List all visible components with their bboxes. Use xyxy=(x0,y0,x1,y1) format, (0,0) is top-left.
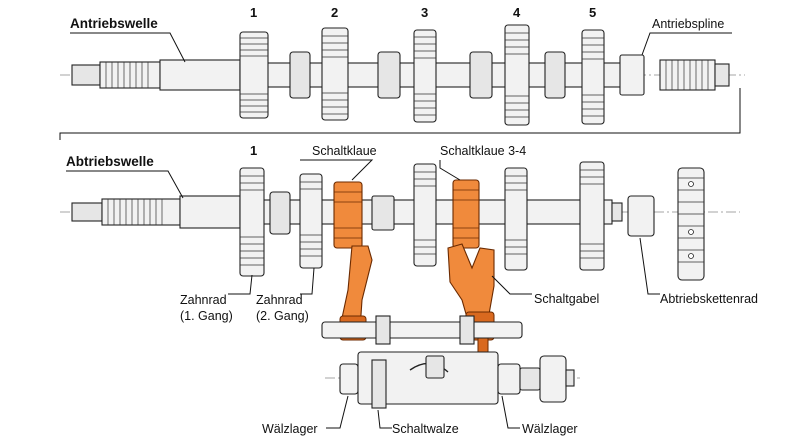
label-schaltklaue: Schaltklaue xyxy=(312,144,377,158)
output-gear-4 xyxy=(504,167,528,271)
leader-schaltklaue-3-4 xyxy=(439,160,461,181)
drive-sprocket xyxy=(677,167,705,281)
output-gear-5 xyxy=(579,161,605,271)
label-abtriebskettenrad: Abtriebskettenrad xyxy=(660,292,758,306)
output-gear-2 xyxy=(299,173,323,269)
leader-zahnrad-1 xyxy=(228,274,253,295)
label-zahnrad-2-sub: (2. Gang) xyxy=(256,309,309,323)
label-antriebspline: Antriebspline xyxy=(652,17,724,31)
input-gear-3 xyxy=(413,29,437,123)
gear-number-2: 2 xyxy=(331,5,338,20)
leader-antriebswelle xyxy=(70,32,186,63)
output-spacer xyxy=(627,195,655,237)
input-shaft xyxy=(60,54,745,96)
label-zahnrad-2: Zahnrad xyxy=(256,293,303,307)
gear-number-5: 5 xyxy=(589,5,596,20)
output-gear-3 xyxy=(413,163,437,267)
connector-line xyxy=(59,88,741,140)
label-schaltwalze: Schaltwalze xyxy=(392,422,459,436)
label-zahnrad-1-sub: (1. Gang) xyxy=(180,309,233,323)
gear-number-1: 1 xyxy=(250,5,257,20)
leader-waelzlager-right xyxy=(501,395,520,429)
label-abtriebswelle: Abtriebswelle xyxy=(66,154,154,169)
gear-number-4: 4 xyxy=(513,5,521,20)
input-bushing-b xyxy=(377,51,401,99)
shift-dog-clutch-1 xyxy=(333,181,363,249)
output-bushing-a xyxy=(269,191,291,235)
label-waelzlager-left: Wälzlager xyxy=(262,422,318,436)
label-schaltgabel: Schaltgabel xyxy=(534,292,599,306)
leader-schaltwalze xyxy=(377,409,392,429)
label-antriebswelle: Antriebswelle xyxy=(70,16,158,31)
leader-antriebspline xyxy=(641,32,732,56)
label-waelzlager-right: Wälzlager xyxy=(522,422,578,436)
input-gear-4 xyxy=(504,24,530,126)
gear-number-3: 3 xyxy=(421,5,428,20)
label-schaltklaue-3-4: Schaltklaue 3-4 xyxy=(440,144,526,158)
leader-schaltklaue xyxy=(300,159,374,181)
label-zahnrad-1: Zahnrad xyxy=(180,293,227,307)
input-bushing-a xyxy=(289,51,311,99)
shift-fork-rail xyxy=(321,315,523,345)
shift-drum xyxy=(325,351,580,409)
shift-dog-clutch-3-4 xyxy=(452,179,480,249)
input-gear-5 xyxy=(581,29,605,125)
output-bushing-b xyxy=(371,195,395,231)
input-gear-2 xyxy=(321,27,349,121)
leader-abtriebswelle xyxy=(66,170,184,199)
input-gear-1 xyxy=(239,31,269,119)
leader-schaltgabel xyxy=(491,275,532,295)
input-bushing-c xyxy=(469,51,493,99)
leader-waelzlager-left xyxy=(326,395,349,429)
output-gear-1 xyxy=(239,167,265,277)
gear-number-lower-1: 1 xyxy=(250,143,257,158)
leader-zahnrad-2 xyxy=(300,267,315,295)
leader-abtriebskettenrad xyxy=(639,237,660,295)
input-bushing-d xyxy=(544,51,566,99)
